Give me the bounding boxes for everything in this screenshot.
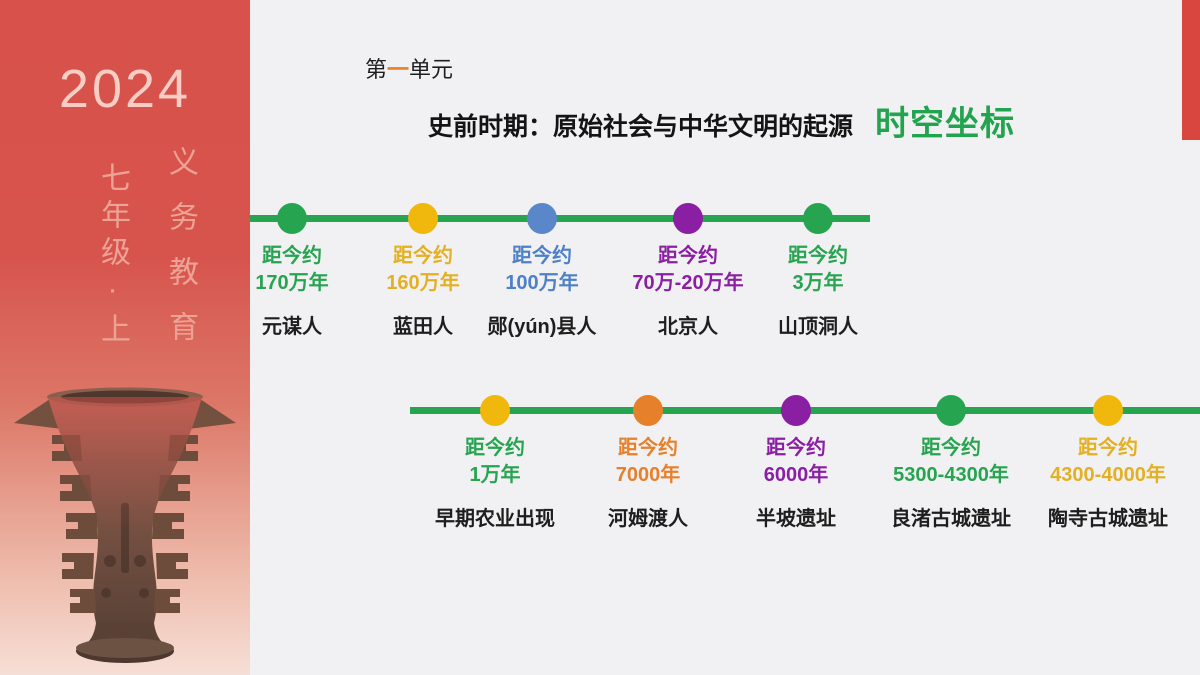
era-prefix: 距今约 [512,245,572,267]
timeline-item-name: 陶寺古城遗址 [1048,508,1168,530]
timeline-item-name: 元谋人 [262,316,322,338]
timeline-era-label: 距今约 3万年 [733,243,903,297]
accent-tab [1182,0,1200,140]
timeline-dot [408,203,438,234]
era-prefix: 距今约 [465,437,525,459]
era-prefix: 距今约 [788,245,848,267]
era-prefix: 距今约 [1078,437,1138,459]
era-prefix: 距今约 [618,437,678,459]
program-vertical-label: 义务教育 [164,146,197,366]
timeline-item-name: 山顶洞人 [778,316,858,338]
timeline-era-label: 距今约 6000年 [711,435,881,489]
timeline-item-name: 早期农业出现 [435,508,555,530]
timeline-item-name: 蓝田人 [393,316,453,338]
era-prefix: 距今约 [658,245,718,267]
timeline-dot [673,203,703,234]
timeline-item-name: 北京人 [658,316,718,338]
timeline-dot [633,395,663,426]
timeline-line [250,215,870,222]
unit-label: 第一单元 [365,52,453,84]
era-value: 100万年 [505,272,579,294]
timeline-era-label: 距今约 170万年 [207,243,377,297]
timeline-dot [527,203,557,234]
era-value: 70万-20万年 [632,272,744,294]
grade-vertical-label: 七年级·上 [96,162,129,350]
unit-suffix: 单元 [409,57,454,82]
unit-number: 一 [387,57,410,82]
era-prefix: 距今约 [766,437,826,459]
timeline-dot [803,203,833,234]
era-prefix: 距今约 [393,245,453,267]
year-label: 2024 [58,59,192,119]
timeline-dot [781,395,811,426]
era-value: 160万年 [386,272,460,294]
timeline-era-label: 距今约 70万-20万年 [603,243,773,297]
timeline-era-label: 距今约 100万年 [457,243,627,297]
timeline-era-label: 距今约 160万年 [338,243,508,297]
era-prefix: 距今约 [921,437,981,459]
era-value: 6000年 [763,464,829,486]
timeline-dot [277,203,307,234]
timeline-dot [1093,395,1123,426]
era-value: 170万年 [255,272,329,294]
timeline-dot [936,395,966,426]
sidebar: 2024 义务教育 七年级·上 [0,0,250,675]
slide-title: 史前时期：原始社会与中华文明的起源 [428,113,854,141]
unit-prefix: 第 [365,57,388,82]
era-value: 4300-4000年 [1050,464,1166,486]
era-prefix: 距今约 [262,245,322,267]
era-value: 3万年 [792,272,844,294]
era-value: 7000年 [615,464,681,486]
timeline-era-label: 距今约 5300-4300年 [866,435,1036,489]
bronze-vessel-image [14,387,236,663]
timeline-item-name: 良渚古城遗址 [891,508,1011,530]
timeline-item-name: 河姆渡人 [608,508,688,530]
timeline-era-label: 距今约 4300-4000年 [1023,435,1193,489]
era-value: 1万年 [469,464,521,486]
timeline-era-label: 距今约 7000年 [563,435,733,489]
topic-badge: 时空坐标 [875,105,1016,143]
era-value: 5300-4300年 [893,464,1009,486]
timeline-item-name: 半坡遗址 [756,508,836,530]
timeline-era-label: 距今约 1万年 [410,435,580,489]
timeline-item-name: 郧(yún)县人 [487,316,597,338]
timeline-dot [480,395,510,426]
